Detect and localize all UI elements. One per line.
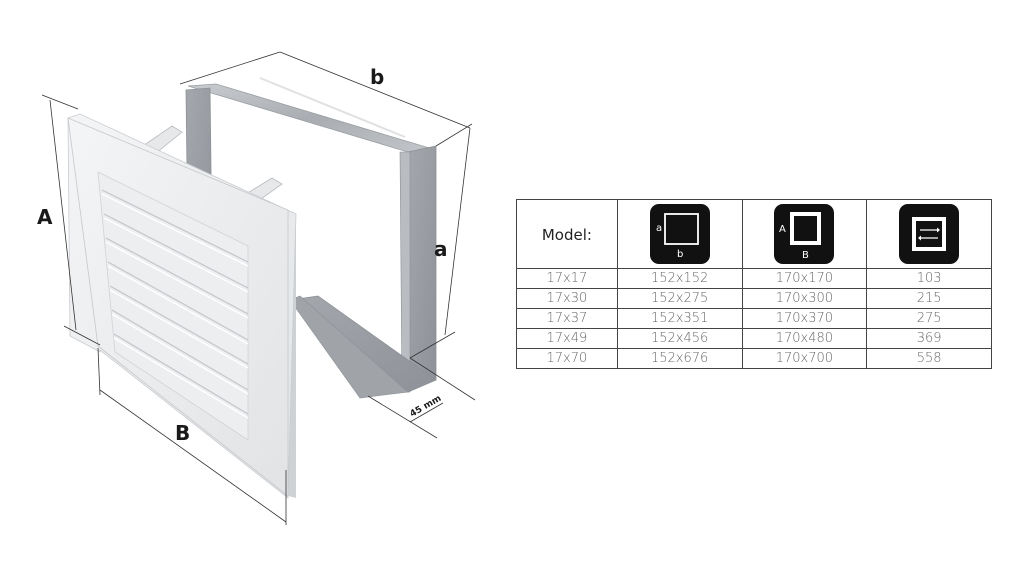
table-row: 17x37 152x351 170x370 275	[516, 308, 992, 329]
spec-table: Model: a b A B	[516, 199, 992, 369]
svg-text:b: b	[677, 249, 683, 260]
dim-label-B: B	[175, 421, 190, 445]
dimension-lines	[41, 51, 476, 525]
table-row: 17x30 152x275 170x300 215	[516, 288, 992, 309]
outer-cell: 170x700	[741, 348, 868, 369]
table-row: 17x17 152x152 170x170 103	[516, 268, 992, 289]
dim-label-A: A	[37, 205, 53, 229]
inner-cell: 152x275	[616, 288, 743, 309]
outer-dimension-icon: A B	[774, 204, 835, 264]
inner-dimension-icon: a b	[649, 204, 710, 264]
outer-dimension-header: A B	[741, 199, 868, 269]
svg-text:A: A	[779, 224, 786, 235]
model-label: Model:	[541, 225, 592, 244]
table-header-row: Model: a b A B	[516, 199, 992, 269]
model-cell: 17x70	[516, 348, 618, 369]
area-cell: 215	[866, 288, 992, 309]
outer-cell: 170x300	[741, 288, 868, 309]
outer-cell: 170x370	[741, 308, 868, 329]
model-header: Model:	[516, 199, 618, 269]
louvered-grille	[67, 113, 297, 499]
airflow-area-icon	[899, 204, 960, 264]
table-row: 17x70 152x676 170x700 558	[516, 348, 992, 369]
dim-label-a: a	[434, 237, 448, 261]
model-cell: 17x17	[516, 268, 618, 289]
model-cell: 17x30	[516, 288, 618, 309]
outer-cell: 170x480	[741, 328, 868, 349]
airflow-area-header	[866, 199, 992, 269]
svg-text:a: a	[656, 223, 662, 234]
area-cell: 558	[866, 348, 992, 369]
dim-label-depth: 45 mm	[409, 394, 444, 420]
svg-text:B: B	[802, 250, 809, 261]
inner-cell: 152x351	[616, 308, 743, 329]
area-cell: 275	[866, 308, 992, 329]
inner-dimension-header: a b	[616, 199, 743, 269]
model-cell: 17x37	[516, 308, 618, 329]
outer-cell: 170x170	[741, 268, 868, 289]
inner-cell: 152x152	[616, 268, 743, 289]
table-row: 17x49 152x456 170x480 369	[516, 328, 992, 349]
louver-slats	[101, 189, 249, 415]
inner-cell: 152x456	[616, 328, 743, 349]
area-cell: 369	[866, 328, 992, 349]
inner-cell: 152x676	[616, 348, 743, 369]
model-cell: 17x49	[516, 328, 618, 349]
area-cell: 103	[866, 268, 992, 289]
product-diagram: A B b a 45 mm	[37, 51, 476, 525]
dim-label-b: b	[370, 65, 384, 89]
